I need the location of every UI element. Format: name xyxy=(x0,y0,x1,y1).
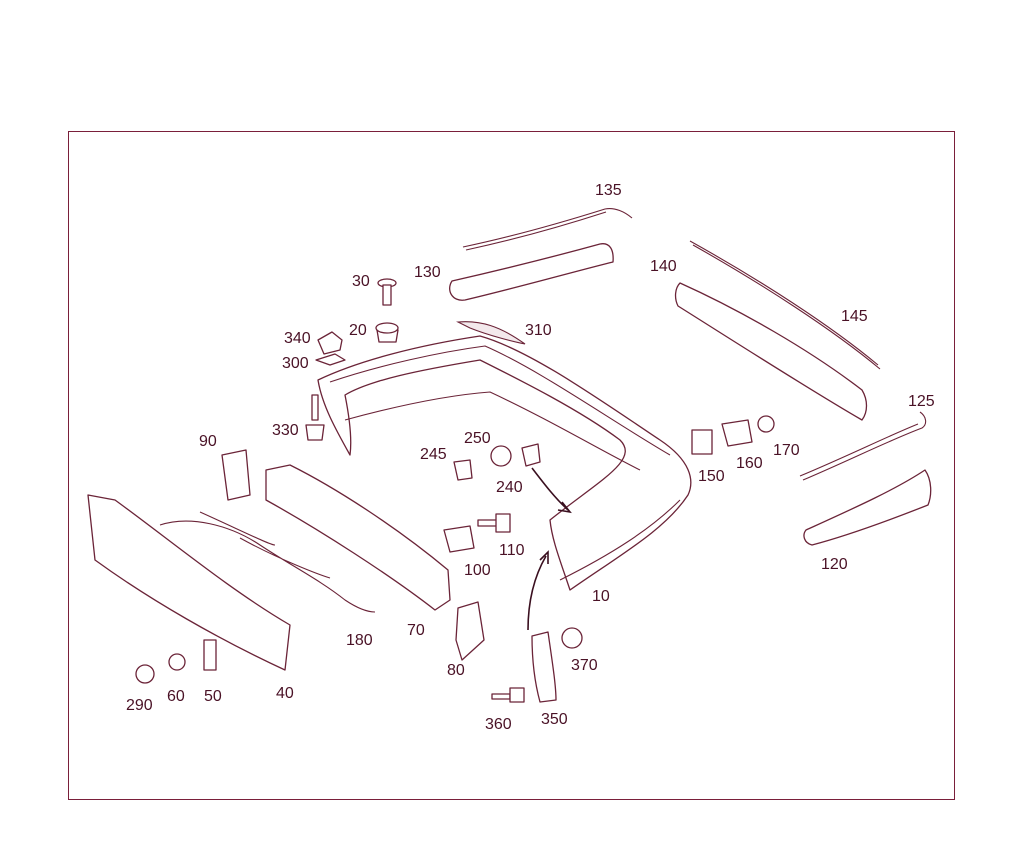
part-350-guide[interactable] xyxy=(531,631,557,703)
label-350: 350 xyxy=(541,711,568,728)
part-30-bolt[interactable] xyxy=(377,278,397,306)
part-170-ring[interactable] xyxy=(757,415,775,433)
label-70: 70 xyxy=(407,622,425,639)
part-145-trim-strip[interactable] xyxy=(689,240,881,370)
part-130-trim-molding[interactable] xyxy=(449,243,614,301)
part-140-molding[interactable] xyxy=(674,282,868,421)
label-30: 30 xyxy=(352,273,370,290)
part-300-bracket[interactable] xyxy=(315,353,346,366)
part-240-bracket[interactable] xyxy=(521,443,541,467)
label-20: 20 xyxy=(349,322,367,339)
part-40-carrier[interactable] xyxy=(87,494,291,671)
label-330: 330 xyxy=(272,422,299,439)
part-90-bracket[interactable] xyxy=(221,449,251,501)
part-330-screw[interactable] xyxy=(305,394,325,441)
label-135: 135 xyxy=(595,182,622,199)
part-20-clip[interactable] xyxy=(375,322,399,343)
part-125-trim-strip[interactable] xyxy=(799,411,927,481)
assembly-arrow-350 xyxy=(527,550,549,631)
assembly-arrow-240 xyxy=(531,467,572,514)
part-370-grommet[interactable] xyxy=(561,627,583,649)
part-340-clip[interactable] xyxy=(317,331,343,355)
part-160-sensor[interactable] xyxy=(721,419,753,447)
part-290-nut[interactable] xyxy=(135,664,155,684)
label-140: 140 xyxy=(650,258,677,275)
label-145: 145 xyxy=(841,308,868,325)
part-110-bolt[interactable] xyxy=(477,513,511,533)
part-50-plate[interactable] xyxy=(203,639,217,671)
label-180: 180 xyxy=(346,632,373,649)
label-170: 170 xyxy=(773,442,800,459)
label-10: 10 xyxy=(592,588,610,605)
label-80: 80 xyxy=(447,662,465,679)
part-100-bracket[interactable] xyxy=(443,525,475,553)
diagram-frame xyxy=(68,131,955,800)
label-370: 370 xyxy=(571,657,598,674)
label-50: 50 xyxy=(204,688,222,705)
label-120: 120 xyxy=(821,556,848,573)
part-245-clip[interactable] xyxy=(453,459,473,481)
label-340: 340 xyxy=(284,330,311,347)
label-250: 250 xyxy=(464,430,491,447)
label-60: 60 xyxy=(167,688,185,705)
label-150: 150 xyxy=(698,468,725,485)
label-125: 125 xyxy=(908,393,935,410)
label-110: 110 xyxy=(499,542,525,559)
label-360: 360 xyxy=(485,716,512,733)
label-290: 290 xyxy=(126,697,153,714)
part-250-grommet[interactable] xyxy=(490,445,512,467)
part-360-screw[interactable] xyxy=(491,687,525,703)
part-70-impact-absorber[interactable] xyxy=(265,464,451,611)
label-100: 100 xyxy=(464,562,491,579)
label-300: 300 xyxy=(282,355,309,372)
part-120-side-molding[interactable] xyxy=(803,469,932,546)
part-135-trim-strip[interactable] xyxy=(462,208,633,251)
part-180-wiring-harness[interactable] xyxy=(159,511,376,613)
label-40: 40 xyxy=(276,685,294,702)
part-60-washer[interactable] xyxy=(168,653,186,671)
label-310: 310 xyxy=(525,322,552,339)
label-160: 160 xyxy=(736,455,763,472)
part-10-bumper-cover[interactable] xyxy=(317,335,692,591)
part-310-pad[interactable] xyxy=(456,321,526,345)
part-150-block[interactable] xyxy=(691,429,713,455)
label-245: 245 xyxy=(420,446,447,463)
label-90: 90 xyxy=(199,433,217,450)
part-80-bracket[interactable] xyxy=(455,601,485,661)
label-240: 240 xyxy=(496,479,523,496)
label-130: 130 xyxy=(414,264,441,281)
